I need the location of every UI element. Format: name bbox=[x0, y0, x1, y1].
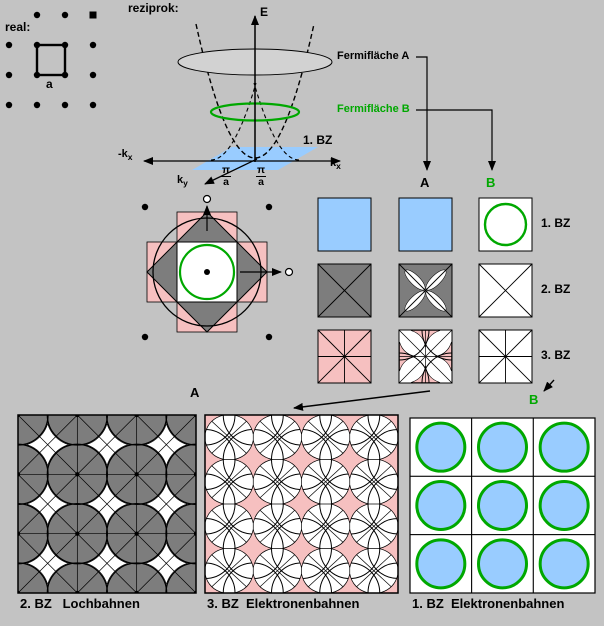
label-lattice-constant: a bbox=[46, 77, 53, 91]
lattice-point bbox=[33, 11, 41, 19]
label-first-bz-plane: 1. BZ bbox=[303, 133, 333, 147]
label-real-space: real: bbox=[5, 20, 31, 34]
lattice-point bbox=[5, 101, 13, 109]
lattice-point bbox=[33, 101, 41, 109]
lattice-point bbox=[5, 71, 13, 79]
orbit-pattern-2bz bbox=[17, 414, 197, 594]
fermi-circle-b bbox=[178, 243, 236, 301]
orbit-pattern-3bz bbox=[204, 414, 399, 594]
label-pattern-a: A bbox=[190, 385, 200, 400]
label-ky-axis: ky bbox=[177, 174, 188, 189]
lattice-point-square bbox=[89, 11, 97, 19]
cell-bz1-a bbox=[398, 197, 453, 252]
cell-bz3-b bbox=[478, 329, 533, 384]
orbit-pattern-1bz bbox=[409, 417, 596, 594]
zone-grid bbox=[317, 197, 533, 384]
cell-bz3-a bbox=[398, 329, 453, 384]
dispersion-parabola bbox=[195, 23, 315, 159]
label-fermi-surface-b: Fermifläche B bbox=[337, 103, 410, 115]
brillouin-construction bbox=[141, 194, 294, 341]
leader-fermi-b-to-column-b bbox=[416, 109, 496, 171]
cell-bz3-zones bbox=[317, 329, 372, 384]
gamma-point bbox=[204, 269, 210, 275]
lattice-point bbox=[61, 11, 69, 19]
cell-bz2-a bbox=[398, 263, 453, 318]
reciprocal-lattice-point bbox=[141, 333, 149, 341]
label-row-1bz: 1. BZ bbox=[541, 216, 571, 230]
leader-fermi-a-to-column-a bbox=[416, 56, 431, 171]
fermi-circle-b-reduced bbox=[483, 202, 528, 247]
label-row-3bz: 3. BZ bbox=[541, 348, 571, 362]
label-kx-axis: kx bbox=[330, 157, 341, 172]
arrow-grid-to-b-pattern bbox=[543, 379, 555, 392]
ky-axis bbox=[204, 158, 258, 185]
caption-2bz-holes: 2. BZ Lochbahnen bbox=[20, 596, 140, 611]
label-reciprocal-space: reziprok: bbox=[128, 1, 179, 15]
label-column-b: B bbox=[486, 175, 496, 190]
label-fermi-surface-a: Fermifläche A bbox=[337, 50, 410, 62]
cell-bz1-zones bbox=[317, 197, 372, 252]
reciprocal-lattice-point bbox=[265, 203, 273, 211]
cell-bz2-b bbox=[478, 263, 533, 318]
label-pattern-b: B bbox=[529, 392, 539, 407]
open-point-top bbox=[202, 194, 212, 204]
real-space-lattice bbox=[5, 11, 97, 109]
lattice-point bbox=[5, 41, 13, 49]
unit-cell-square bbox=[35, 43, 67, 77]
label-neg-kx-axis: -kx bbox=[118, 148, 133, 163]
label-row-2bz: 2. BZ bbox=[541, 282, 571, 296]
neighbor-parabola-right bbox=[253, 82, 300, 161]
open-point-right bbox=[284, 267, 294, 277]
caption-1bz-electrons: 1. BZ Elektronenbahnen bbox=[412, 596, 565, 611]
caption-3bz-electrons: 3. BZ Elektronenbahnen bbox=[207, 596, 360, 611]
cell-bz1-b bbox=[478, 197, 533, 252]
lattice-point bbox=[61, 101, 69, 109]
label-column-a: A bbox=[420, 175, 430, 190]
label-energy-axis: E bbox=[260, 5, 269, 19]
lattice-point bbox=[89, 41, 97, 49]
cell-bz2-zones bbox=[317, 263, 372, 318]
arrow-grid-to-3bz-pattern bbox=[293, 390, 431, 411]
lattice-point bbox=[89, 101, 97, 109]
reciprocal-lattice-point bbox=[265, 333, 273, 341]
energy-dispersion-diagram bbox=[143, 15, 496, 185]
neighbor-parabola-left bbox=[210, 82, 257, 161]
lattice-point bbox=[89, 71, 97, 79]
reciprocal-lattice-point bbox=[141, 203, 149, 211]
